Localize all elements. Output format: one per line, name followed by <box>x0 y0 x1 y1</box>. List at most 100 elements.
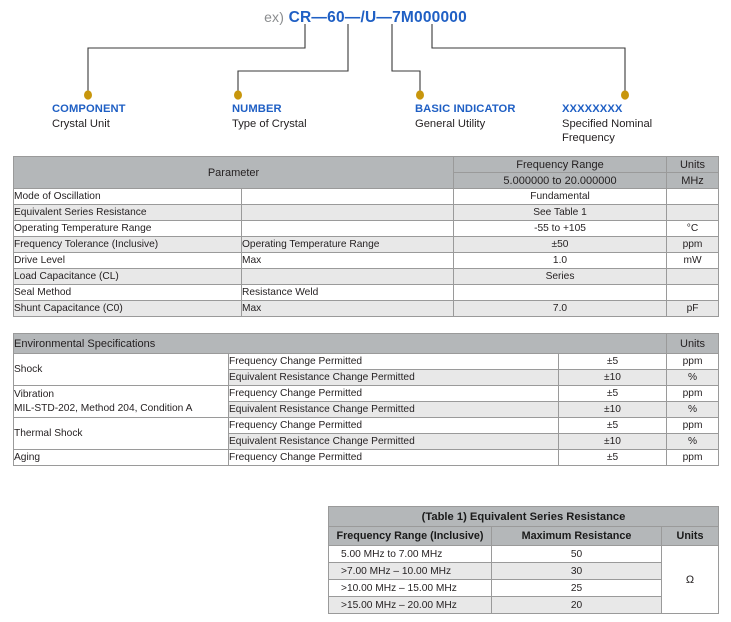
segment-frequency: XXXXXXXX Specified Nominal Frequency <box>562 103 677 145</box>
esr-col-units: Units <box>660 526 720 546</box>
env-test: Frequency Change Permitted <box>228 417 559 434</box>
env-units: ppm <box>666 417 720 434</box>
header-frequency-range-value: 5.000000 to 20.000000 <box>453 172 668 189</box>
connector-dot-component <box>84 90 92 100</box>
segment-basic-indicator: BASIC INDICATOR General Utility <box>415 103 585 132</box>
table-row: Shunt Capacitance (C0) Max 7.0 pF <box>13 300 720 317</box>
esr-resistance: 50 <box>491 545 662 563</box>
spec-parameter: Operating Temperature Range <box>13 220 242 237</box>
spec-parameter: Seal Method <box>13 284 242 301</box>
table-row: Thermal Shock Frequency Change Permitted… <box>13 417 720 450</box>
esr-resistance: 30 <box>491 562 662 580</box>
env-value: ±5 <box>557 449 668 466</box>
env-test: Equivalent Resistance Change Permitted <box>228 369 559 386</box>
spec-condition: Operating Temperature Range <box>240 236 455 253</box>
table-subheader-row: Frequency Range (Inclusive) Maximum Resi… <box>328 526 720 546</box>
segment-component-title: COMPONENT <box>52 103 126 115</box>
table-row: Mode of Oscillation Fundamental <box>13 188 720 205</box>
spec-value: 1.0 <box>453 252 668 269</box>
spec-parameter: Equivalent Series Resistance <box>13 204 242 221</box>
table-row: Frequency Tolerance (Inclusive) Operatin… <box>13 236 720 253</box>
spec-value: ±50 <box>453 236 668 253</box>
env-header-title: Environmental Specifications <box>12 333 668 354</box>
env-units: % <box>666 369 720 386</box>
table-row: Operating Temperature Range -55 to +105 … <box>13 220 720 237</box>
part-number-line: ex) CR—60—/U—7M000000 <box>0 9 731 27</box>
spec-value <box>453 284 668 301</box>
spec-condition <box>240 220 455 237</box>
spec-value: Series <box>453 268 668 285</box>
table-row: Load Capacitance (CL) Series <box>13 268 720 285</box>
env-value: ±10 <box>557 401 668 418</box>
spec-units <box>666 204 720 221</box>
spec-parameter: Mode of Oscillation <box>13 188 242 205</box>
spec-condition <box>240 188 455 205</box>
env-group-name: Vibration <box>14 388 55 400</box>
segment-number: NUMBER Type of Crystal <box>232 103 402 132</box>
example-prefix-label: ex) <box>264 9 285 25</box>
esr-col-max-resistance: Maximum Resistance <box>491 526 662 546</box>
spec-units: °C <box>666 220 720 237</box>
spec-condition: Resistance Weld <box>240 284 455 301</box>
env-value: ±5 <box>557 353 668 370</box>
env-units: % <box>666 433 720 450</box>
spec-units: pF <box>666 300 720 317</box>
env-units: % <box>666 401 720 418</box>
table-row: Vibration MIL-STD-202, Method 204, Condi… <box>13 385 720 418</box>
part-number-code: CR—60—/U—7M000000 <box>288 9 467 26</box>
connector-dot-basic-indicator <box>416 90 424 100</box>
esr-col-frequency-range: Frequency Range (Inclusive) <box>328 526 492 546</box>
env-test: Frequency Change Permitted <box>228 353 559 370</box>
esr-units-symbol: Ω <box>660 545 720 614</box>
env-value: ±5 <box>557 385 668 402</box>
spec-units <box>666 188 720 205</box>
header-units: Units <box>666 156 720 173</box>
table-row: Drive Level Max 1.0 mW <box>13 252 720 269</box>
spec-parameter: Frequency Tolerance (Inclusive) <box>13 236 242 253</box>
esr-resistance: 25 <box>491 579 662 597</box>
spec-units <box>666 284 720 301</box>
connector-lines <box>84 24 629 100</box>
segment-frequency-subtitle: Specified Nominal Frequency <box>562 118 653 144</box>
spec-value: 7.0 <box>453 300 668 317</box>
env-group-name: Thermal Shock <box>13 417 229 450</box>
table-row: Seal Method Resistance Weld <box>13 284 720 301</box>
esr-range: >7.00 MHz – 10.00 MHz <box>328 562 492 580</box>
spec-condition: Max <box>240 300 455 317</box>
env-value: ±10 <box>557 433 668 450</box>
spec-value: -55 to +105 <box>453 220 668 237</box>
segment-component-subtitle: Crystal Unit <box>52 118 110 130</box>
spec-value: See Table 1 <box>453 204 668 221</box>
table-header-row: Parameter Frequency Range Units <box>12 156 720 189</box>
env-test: Equivalent Resistance Change Permitted <box>228 433 559 450</box>
table-row: >7.00 MHz – 10.00 MHz 30 <box>328 562 719 580</box>
table-row: Equivalent Series Resistance See Table 1 <box>13 204 720 221</box>
connector-dot-number <box>234 90 242 100</box>
segment-number-title: NUMBER <box>232 103 282 115</box>
environmental-specifications-table: Environmental Specifications Units Shock… <box>12 333 720 466</box>
table-row: >10.00 MHz – 15.00 MHz 25 <box>328 579 719 597</box>
segment-number-subtitle: Type of Crystal <box>232 118 307 130</box>
spec-condition: Max <box>240 252 455 269</box>
env-header-units: Units <box>666 333 720 354</box>
header-frequency-range: Frequency Range <box>453 156 668 173</box>
env-group-name: Shock <box>13 353 229 386</box>
env-value: ±5 <box>557 417 668 434</box>
env-value: ±10 <box>557 369 668 386</box>
specification-table: Parameter Frequency Range Units 5.000000… <box>12 156 720 317</box>
segment-basic-indicator-subtitle: General Utility <box>415 118 486 130</box>
env-units: ppm <box>666 449 720 466</box>
segment-frequency-title: XXXXXXXX <box>562 103 623 115</box>
env-units: ppm <box>666 385 720 402</box>
table-subheader-row: 5.000000 to 20.000000 MHz <box>14 172 720 189</box>
spec-parameter: Shunt Capacitance (C0) <box>13 300 242 317</box>
esr-table: (Table 1) Equivalent Series Resistance F… <box>327 506 720 614</box>
env-test: Frequency Change Permitted <box>228 449 559 466</box>
esr-title: (Table 1) Equivalent Series Resistance <box>327 506 720 527</box>
table-row: >15.00 MHz – 20.00 MHz 20 <box>328 596 719 614</box>
esr-range: 5.00 MHz to 7.00 MHz <box>328 545 492 563</box>
spec-units <box>666 268 720 285</box>
spec-parameter: Drive Level <box>13 252 242 269</box>
table-header-row: Environmental Specifications Units <box>12 333 720 354</box>
env-group-name: Aging <box>13 449 229 466</box>
